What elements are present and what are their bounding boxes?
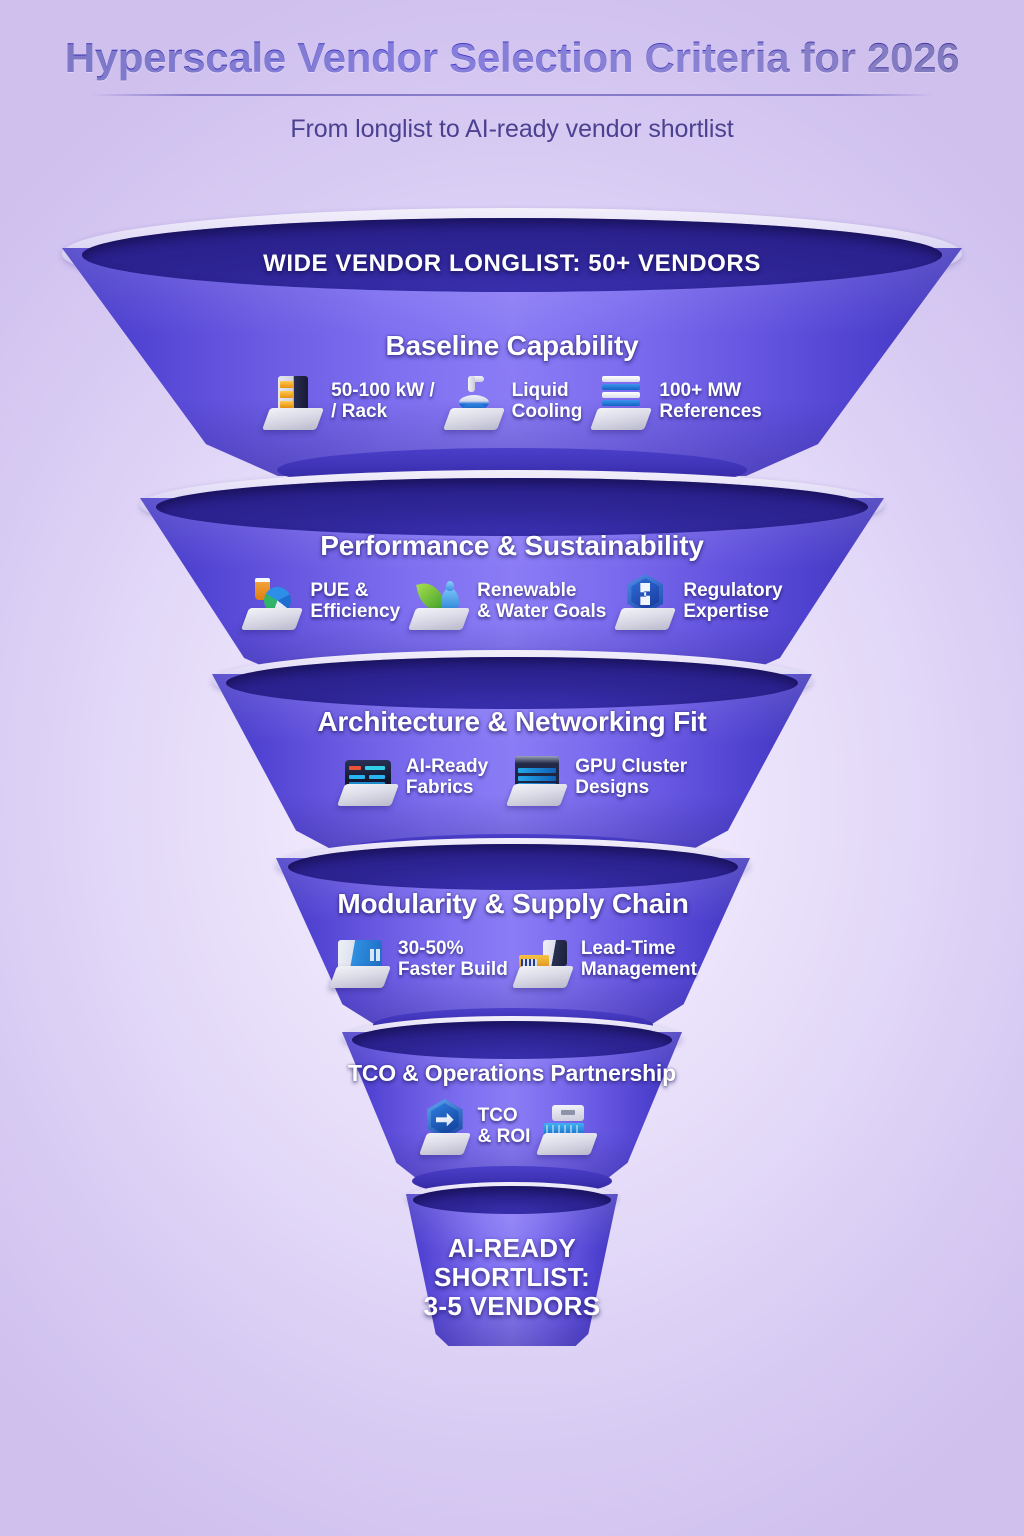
funnel-rim-inner-4: [288, 844, 738, 890]
stage-2-items: PUE & Efficiency Renewable & Water Goals…: [140, 572, 884, 630]
stage-4-item-1-label: 30-50% Faster Build: [398, 937, 508, 980]
stage-4-item-2-label: Lead-Time Management: [580, 937, 697, 980]
funnel-stage-1[interactable]: WIDE VENDOR LONGLIST: 50+ VENDORS Baseli…: [62, 208, 962, 492]
stage-5-items: TCO & ROI: [342, 1097, 682, 1155]
stage-3-item-1[interactable]: AI-Ready Fabrics: [336, 748, 489, 806]
pie-chart-beaker-icon: [241, 572, 304, 630]
funnel-body-6: [406, 1194, 618, 1346]
stage-6-title: AI-READY SHORTLIST:: [433, 1233, 591, 1293]
funnel-rim-inner-6: [413, 1186, 611, 1214]
stage-1-items: 50-100 kW / / Rack Liquid Cooling 100+ M…: [62, 372, 962, 430]
header: Hyperscale Vendor Selection Criteria for…: [0, 0, 1024, 144]
title-divider: [90, 94, 934, 96]
freight-crate-icon: [511, 930, 574, 988]
funnel-stage-4-body: Modularity & Supply Chain 30-50% Faster …: [276, 888, 750, 988]
server-rack-icon: [262, 372, 325, 430]
stage-2-item-2[interactable]: Renewable & Water Goals: [408, 572, 606, 630]
stage-3-items: AI-Ready Fabrics GPU Cluster Designs: [212, 748, 812, 806]
stage-1-item-2-label: Liquid Cooling: [511, 379, 583, 422]
stage-2-item-3-label: Regulatory Expertise: [683, 579, 783, 622]
funnel-stage-6-body: AI-READY SHORTLIST: 3-5 VENDORS: [406, 1233, 618, 1322]
funnel-stage-2-body: Performance & Sustainability PUE & Effic…: [140, 530, 884, 630]
funnel-rim-inner-3: [226, 657, 798, 709]
stage-2-item-3[interactable]: Regulatory Expertise: [614, 572, 783, 630]
stage-1-item-2[interactable]: Liquid Cooling: [442, 372, 583, 430]
stage-4-item-1[interactable]: 30-50% Faster Build: [329, 930, 508, 988]
funnel-stage-1-body: Baseline Capability 50-100 kW / / Rack L…: [62, 330, 962, 430]
stage-2-title: Performance & Sustainability: [320, 530, 704, 561]
shield-badge-icon: [614, 572, 677, 630]
funnel-stage-1-content: WIDE VENDOR LONGLIST: 50+ VENDORS: [62, 250, 962, 278]
stage-3-item-2-label: GPU Cluster Designs: [575, 755, 688, 798]
stage-4-item-2[interactable]: Lead-Time Management: [511, 930, 697, 988]
funnel-stage-6[interactable]: AI-READY SHORTLIST: 3-5 VENDORS: [406, 1182, 618, 1362]
gpu-cluster-icon: [506, 748, 569, 806]
modular-container-icon: [329, 930, 392, 988]
stage-5-item-2[interactable]: [536, 1097, 605, 1155]
stage-2-item-1-label: PUE & Efficiency: [310, 579, 401, 622]
funnel-top-banner-label: WIDE VENDOR LONGLIST: 50+ VENDORS: [263, 250, 761, 277]
funnel-stage-5[interactable]: TCO & Operations Partnership TCO & ROI: [342, 1016, 682, 1196]
funnel-stage-5-body: TCO & Operations Partnership TCO & ROI: [342, 1060, 682, 1155]
stage-1-item-1-label: 50-100 kW / / Rack: [331, 379, 435, 422]
funnel-stage-3-body: Architecture & Networking Fit AI-Ready F…: [212, 706, 812, 806]
stage-1-item-3-label: 100+ MW References: [659, 379, 762, 422]
stage-3-item-2[interactable]: GPU Cluster Designs: [506, 748, 687, 806]
stage-4-title: Modularity & Supply Chain: [337, 888, 689, 919]
liquid-cooling-pump-icon: [442, 372, 505, 430]
funnel-stage-3[interactable]: Architecture & Networking Fit AI-Ready F…: [212, 650, 812, 872]
leaf-water-droplet-icon: [408, 572, 471, 630]
stage-1-title: Baseline Capability: [385, 330, 639, 361]
stage-5-title: TCO & Operations Partnership: [348, 1060, 676, 1086]
stage-4-items: 30-50% Faster Build Lead-Time Management: [276, 930, 750, 988]
page-subtitle: From longlist to AI-ready vendor shortli…: [290, 115, 734, 143]
stage-1-item-1[interactable]: 50-100 kW / / Rack: [262, 372, 435, 430]
network-switch-icon: [336, 748, 399, 806]
funnel-body-1: [62, 248, 962, 476]
stage-3-title: Architecture & Networking Fit: [317, 706, 707, 737]
page-title: Hyperscale Vendor Selection Criteria for…: [0, 34, 1024, 82]
stacked-layers-icon: [590, 372, 653, 430]
stage-1-item-3[interactable]: 100+ MW References: [590, 372, 762, 430]
tco-hexagon-arrow-icon: [418, 1097, 471, 1155]
stage-2-item-1[interactable]: PUE & Efficiency: [241, 572, 400, 630]
stage-5-item-1-label: TCO & ROI: [477, 1104, 531, 1147]
stage-3-item-1-label: AI-Ready Fabrics: [405, 755, 489, 798]
funnel-stage-4[interactable]: Modularity & Supply Chain 30-50% Faster …: [276, 838, 750, 1042]
operations-rack-icon: [536, 1097, 599, 1155]
stage-2-item-2-label: Renewable & Water Goals: [477, 579, 607, 622]
stage-6-sublabel: 3-5 VENDORS: [423, 1291, 601, 1322]
stage-5-item-1[interactable]: TCO & ROI: [418, 1097, 531, 1155]
funnel-rim-inner-2: [156, 478, 868, 536]
funnel-rim-inner-1: [82, 218, 942, 292]
funnel-rim-inner-5: [352, 1021, 672, 1059]
